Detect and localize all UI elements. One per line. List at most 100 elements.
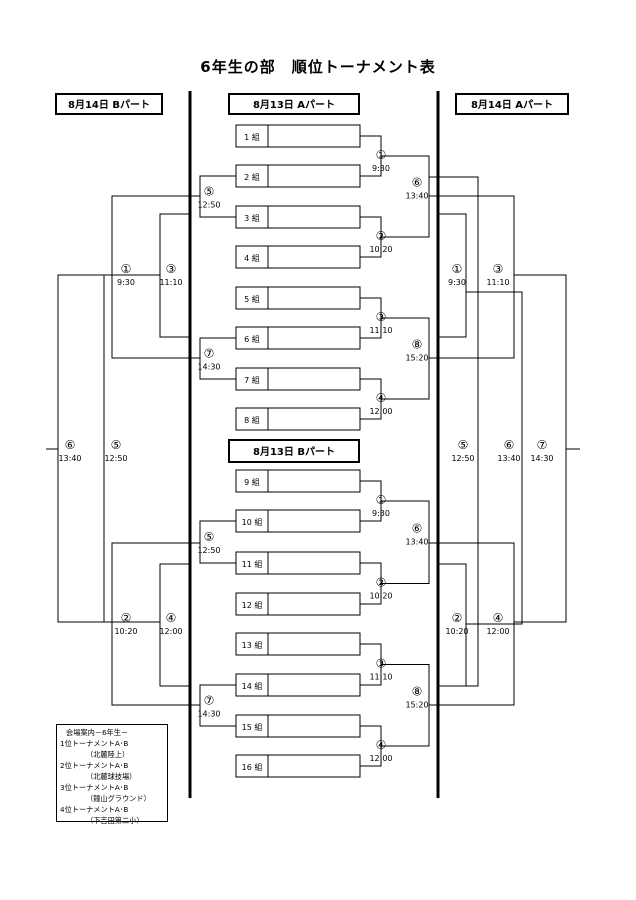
- header-right-a-box: [455, 93, 569, 115]
- left-bot-inner-number: ④: [166, 611, 177, 625]
- legend-line: （北麓陸上）: [86, 750, 130, 759]
- match-r2-time: 13:40: [405, 192, 428, 201]
- right-final-2-number: ⑥: [504, 438, 515, 452]
- right-final-2-time: 13:40: [497, 454, 520, 463]
- header-center-b-box: [228, 439, 360, 463]
- match-r2-left-time: 14:30: [197, 363, 220, 372]
- match-r2-time: 15:20: [405, 700, 428, 709]
- header-center-a-label: 8月13日 Aパート: [253, 99, 335, 111]
- group-label: 3 組: [244, 213, 260, 223]
- group-slot: [235, 164, 361, 188]
- right-bot-inner-time: 10:20: [445, 627, 468, 636]
- match-r1-time: 11:10: [369, 326, 392, 335]
- match-r1-time: 10:20: [369, 245, 392, 254]
- group-slot: [235, 469, 361, 493]
- right-final-3-time: 14:30: [530, 454, 553, 463]
- bracket-line: [111, 542, 200, 706]
- match-r2-left-number: ⑤: [204, 185, 215, 199]
- group-slot: [235, 205, 361, 229]
- group-label: 12 組: [242, 600, 263, 610]
- group-label: 16 組: [242, 762, 263, 772]
- right-top-inner-number: ①: [452, 262, 463, 276]
- group-slot: [235, 407, 361, 431]
- group-label: 7 組: [244, 375, 260, 385]
- left-top-inner-number: ③: [166, 262, 177, 276]
- bracket-line: [381, 500, 430, 584]
- right-bot-inner-number: ②: [452, 611, 463, 625]
- group-label: 2 組: [244, 172, 260, 182]
- group-slot: [235, 714, 361, 738]
- header-center-b-label: 8月13日 Bパート: [253, 446, 335, 458]
- legend-title: 会場案内－6年生－: [66, 728, 129, 737]
- right-bot-outer-number: ④: [493, 611, 504, 625]
- legend-line: 1位トーナメントA･B: [60, 739, 129, 748]
- match-r1-time: 9:30: [372, 164, 390, 173]
- match-r2-number: ⑧: [412, 684, 423, 698]
- match-r2-number: ⑥: [412, 176, 423, 190]
- match-r2-left-time: 12:50: [197, 201, 220, 210]
- match-r1-number: ④: [376, 738, 387, 752]
- group-slot: [235, 592, 361, 616]
- left-final-outer-number: ⑥: [65, 438, 76, 452]
- bracket-line: [466, 291, 523, 625]
- group-slot: [235, 754, 361, 778]
- match-r1-time: 11:10: [369, 673, 392, 682]
- right-final-1-time: 12:50: [451, 454, 474, 463]
- match-r1-number: ①: [376, 148, 387, 162]
- left-final-inner-time: 12:50: [104, 454, 127, 463]
- header-center-a-box: [228, 93, 360, 115]
- match-r1-number: ④: [376, 391, 387, 405]
- legend-line: 2位トーナメントA･B: [60, 761, 129, 770]
- legend-line: （鐘山グラウンド）: [86, 794, 151, 803]
- match-r1-number: ②: [376, 576, 387, 590]
- group-slot: [235, 245, 361, 269]
- right-top-outer-time: 11:10: [486, 278, 509, 287]
- left-top-outer-time: 9:30: [117, 278, 135, 287]
- bracket-line: [103, 274, 160, 623]
- left-bot-outer-number: ②: [121, 611, 132, 625]
- legend-line: （北麓球技場）: [86, 772, 137, 781]
- header-left-b-label: 8月14日 Bパート: [68, 99, 150, 111]
- match-r2-number: ⑧: [412, 338, 423, 352]
- match-r2-left-number: ⑦: [204, 694, 215, 708]
- match-r2-time: 13:40: [405, 537, 428, 546]
- bracket-line: [429, 195, 515, 359]
- match-r1-number: ③: [376, 310, 387, 324]
- match-r1-number: ③: [376, 657, 387, 671]
- bracket-line: [438, 563, 467, 687]
- right-bot-outer-time: 12:00: [486, 627, 509, 636]
- venue-legend: 会場案内－6年生－ 1位トーナメントA･B （北麓陸上） 2位トーナメントA･B…: [56, 724, 168, 825]
- match-r1-time: 12:00: [369, 407, 392, 416]
- match-r1-number: ①: [376, 493, 387, 507]
- header-right-a-label: 8月14日 Aパート: [471, 99, 553, 111]
- group-label: 5 組: [244, 294, 260, 304]
- right-final-1-number: ⑤: [458, 438, 469, 452]
- group-label: 15 組: [242, 722, 263, 732]
- match-r1-time: 12:00: [369, 754, 392, 763]
- group-slot: [235, 367, 361, 391]
- group-slot: [235, 632, 361, 656]
- group-slot: [235, 673, 361, 697]
- group-slot: [235, 509, 361, 533]
- legend-line: 4位トーナメントA･B: [60, 805, 129, 814]
- left-bot-outer-time: 10:20: [114, 627, 137, 636]
- group-label: 9 組: [244, 477, 260, 487]
- match-r1-time: 10:20: [369, 592, 392, 601]
- bracket-line: [438, 213, 467, 338]
- group-slot: [235, 286, 361, 310]
- group-slot: [235, 124, 361, 148]
- match-r2-number: ⑥: [412, 521, 423, 535]
- match-r2-left-time: 12:50: [197, 546, 220, 555]
- header-left-b-box: [55, 93, 163, 115]
- group-slot: [235, 326, 361, 350]
- group-label: 10 組: [242, 517, 263, 527]
- right-top-outer-number: ③: [493, 262, 504, 276]
- group-label: 14 組: [242, 681, 263, 691]
- group-label: 11 組: [242, 559, 263, 569]
- left-final-inner-number: ⑤: [111, 438, 122, 452]
- right-final-3-number: ⑦: [537, 438, 548, 452]
- bracket-line: [111, 195, 200, 359]
- group-label: 6 組: [244, 334, 260, 344]
- left-bot-inner-time: 12:00: [159, 627, 182, 636]
